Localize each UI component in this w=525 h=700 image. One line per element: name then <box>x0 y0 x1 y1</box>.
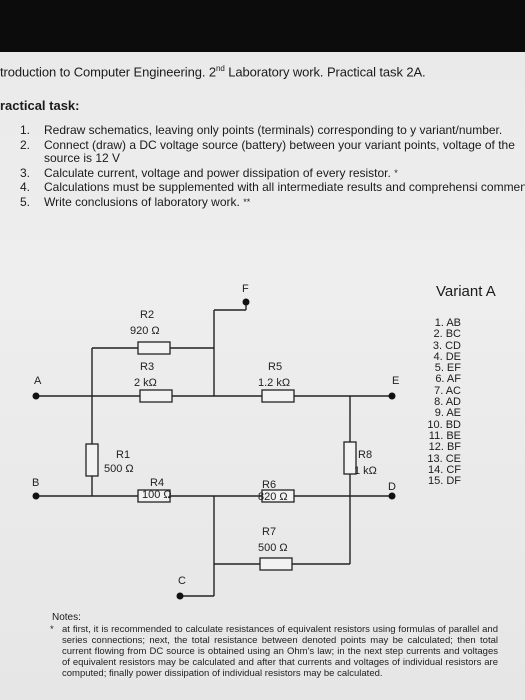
variant-item: 3. CD <box>432 339 461 352</box>
r3-value: 2 kΩ <box>134 377 157 389</box>
r7-name: R7 <box>262 526 276 538</box>
resistor-r5 <box>261 389 295 403</box>
task-text: Write conclusions of laboratory work. <box>44 194 240 209</box>
task-item: 3. Calculate current, voltage and power d… <box>0 165 525 181</box>
terminal-a-label: A <box>34 375 42 387</box>
footnote-mark: ** <box>243 196 251 207</box>
terminal-d-dot <box>388 492 396 500</box>
r6-value: 820 Ω <box>258 491 288 503</box>
r1-name: R1 <box>116 449 130 461</box>
terminal-c-label: C <box>178 575 186 587</box>
resistor-r6 <box>261 489 295 503</box>
task-item: 1. Redraw schematics, leaving only points… <box>0 123 525 138</box>
footnote-mark: * <box>394 167 398 178</box>
task-number: 5. <box>20 194 31 209</box>
task-number: 4. <box>20 180 31 194</box>
resistor-r7 <box>259 557 293 571</box>
notes-text: at first, it is recommended to calculate… <box>62 624 498 679</box>
variant-title: Variant A <box>436 283 496 300</box>
terminal-b-dot <box>32 492 40 500</box>
practical-task-title: ractical task: <box>0 98 80 113</box>
variant-list: 1. AB 2. BC 3. CD 4. DE 5. EF 6. AF 7. A… <box>420 317 461 488</box>
terminal-f-dot <box>242 298 250 306</box>
notes-label: Notes: <box>52 612 81 623</box>
task-list: 1. Redraw schematics, leaving only points… <box>0 123 525 210</box>
r8-name: R8 <box>358 449 372 461</box>
task-item: 4. Calculations must be supplemented with… <box>0 180 525 195</box>
variant-item: 12. BF <box>428 441 461 454</box>
r6-name: R6 <box>262 479 276 491</box>
variant-item: 2. BC <box>433 328 461 341</box>
terminal-e-label: E <box>392 375 399 387</box>
r4-name: R4 <box>150 477 164 489</box>
terminal-b-label: B <box>32 477 39 489</box>
r5-value: 1.2 kΩ <box>258 377 290 389</box>
terminal-a-dot <box>32 392 40 400</box>
resistor-bodies <box>85 341 357 571</box>
task-item: 5.Write conclusions of laboratory work. … <box>0 194 525 210</box>
top-dark-band <box>0 0 525 52</box>
task-text: Connect (draw) a DC voltage source (batt… <box>44 137 515 165</box>
variant-item: 10. BD <box>427 418 461 431</box>
resistor-r4 <box>137 489 171 503</box>
variant-item: 1. AB <box>434 317 461 329</box>
terminal-d-label: D <box>388 481 396 493</box>
header-text: troduction to Computer Engineering. 2 <box>0 64 216 80</box>
terminal-f-label: F <box>242 283 249 295</box>
variant-item: 6. AF <box>435 373 461 386</box>
resistor-r1 <box>85 443 99 477</box>
header-text-rest: Laboratory work. Practical task 2A. <box>224 64 426 80</box>
terminal-e-dot <box>388 392 396 400</box>
task-item: 2. Connect (draw) a DC voltage source (ba… <box>0 137 525 166</box>
r2-name: R2 <box>140 309 154 321</box>
variant-item: 8. AD <box>434 396 461 409</box>
r2-value: 920 Ω <box>130 325 160 337</box>
document-header: troduction to Computer Engineering. 2nd … <box>0 64 426 79</box>
variant-item: 4. DE <box>433 350 461 363</box>
notes-bullet: * <box>50 624 54 635</box>
circuit-wires <box>36 302 392 597</box>
r4-value: 100 Ω <box>142 489 172 501</box>
task-number: 2. <box>20 137 31 152</box>
terminal-c-dot <box>176 592 184 600</box>
r7-value: 500 Ω <box>258 542 288 554</box>
r5-name: R5 <box>268 361 282 373</box>
variant-item: 11. BE <box>428 429 461 442</box>
task-text: Redraw schematics, leaving only points (… <box>44 123 503 137</box>
resistor-r2 <box>137 341 171 355</box>
resistor-r8 <box>343 441 357 475</box>
r1-value: 500 Ω <box>104 463 134 475</box>
resistor-r3 <box>139 389 173 403</box>
task-number: 3. <box>20 165 31 180</box>
task-number: 1. <box>20 123 31 137</box>
variant-item: 7. AC <box>434 384 461 397</box>
terminal-labels: A E B D F C <box>32 283 399 587</box>
r8-value: 1 kΩ <box>354 465 377 477</box>
variant-item: 13. CE <box>427 452 461 465</box>
variant-item: 15. DF <box>427 475 461 488</box>
terminal-dots <box>32 298 396 600</box>
variant-item: 5. EF <box>434 362 461 375</box>
notes-body: * at first, it is recommended to calcula… <box>50 624 498 679</box>
variant-item: 14. CF <box>427 463 461 476</box>
r3-name: R3 <box>140 361 154 373</box>
variant-item: 9. AE <box>434 407 461 420</box>
task-text: Calculations must be supplemented with a… <box>44 180 525 194</box>
resistor-labels: R2 920 Ω R3 2 kΩ R5 1.2 kΩ R1 500 Ω R4 1… <box>104 309 377 554</box>
task-text: Calculate current, voltage and power dis… <box>44 165 391 180</box>
header-superscript: nd <box>216 64 225 73</box>
